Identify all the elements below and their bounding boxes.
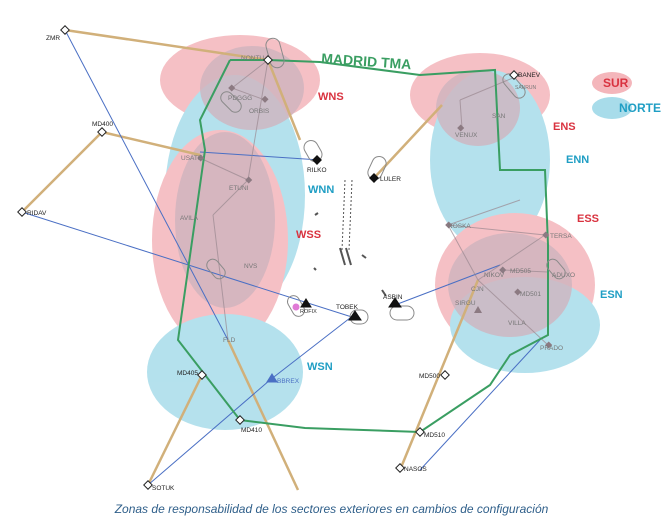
label-noska: NOSKA bbox=[448, 223, 471, 230]
label-avila: AVILA bbox=[180, 215, 199, 222]
label-md501: MD501 bbox=[520, 291, 541, 298]
fix-rofix-marker bbox=[292, 303, 300, 311]
fix-symbols-filled bbox=[266, 155, 402, 383]
label-zmr: ZMR bbox=[46, 35, 60, 42]
label-luler: LULER bbox=[380, 176, 401, 183]
label-nontu: NONTU bbox=[241, 55, 264, 62]
label-fld: FLD bbox=[223, 337, 236, 344]
routes-gray bbox=[199, 59, 549, 346]
fix-symbols bbox=[17, 25, 519, 490]
label-tobek: TOBEK bbox=[336, 304, 359, 311]
sector-label-wnn: WNN bbox=[308, 184, 334, 196]
fix-banev bbox=[509, 70, 519, 80]
label-pdgg: PDGGG bbox=[228, 95, 252, 102]
label-sanrun: SANRUN bbox=[515, 85, 537, 91]
fix-nontu bbox=[263, 55, 273, 65]
sector-label-esn: ESN bbox=[600, 289, 623, 301]
fix-symbols-gray bbox=[197, 84, 553, 349]
label-asbin: ASBIN bbox=[383, 294, 403, 301]
fix-bbrex bbox=[266, 373, 278, 383]
label-etuni: ETUNI bbox=[229, 185, 249, 192]
zone-wsn bbox=[147, 314, 303, 430]
label-usate: USATE bbox=[181, 155, 203, 162]
label-md510: MD510 bbox=[424, 432, 445, 439]
legend: SUR NORTE bbox=[592, 72, 661, 119]
sector-label-wsn: WSN bbox=[307, 361, 333, 373]
fix-rilko bbox=[312, 155, 322, 165]
sector-label-ess: ESS bbox=[577, 213, 599, 225]
label-ridav: RIDAV bbox=[27, 210, 47, 217]
label-md410: MD410 bbox=[241, 427, 262, 434]
label-md500: MD500 bbox=[419, 373, 440, 380]
west-sector-zones bbox=[147, 35, 320, 430]
holding-patterns bbox=[206, 37, 566, 325]
label-nvs: NVS bbox=[244, 263, 258, 270]
legend-swatch-norte bbox=[592, 97, 632, 119]
label-banev: BANEV bbox=[518, 72, 541, 79]
label-sotuk: SOTUK bbox=[152, 485, 175, 492]
label-aduxo: ADUXO bbox=[552, 272, 575, 279]
label-bbrex: BBREX bbox=[277, 378, 300, 385]
label-rofix: ROFIX bbox=[300, 309, 317, 315]
fix-rofix bbox=[300, 298, 312, 308]
label-prado: PRADO bbox=[540, 345, 563, 352]
label-villa: VILLA bbox=[508, 320, 526, 327]
zone-east-overlap-north bbox=[436, 70, 520, 146]
label-venux: VENUX bbox=[455, 132, 478, 139]
madrid-tma-label: MADRID TMA bbox=[321, 50, 412, 72]
figure-caption: Zonas de responsabilidad de los sectores… bbox=[114, 502, 549, 516]
label-nasos: NASOS bbox=[404, 466, 427, 473]
label-md400: MD400 bbox=[92, 121, 113, 128]
fix-md510 bbox=[415, 427, 425, 437]
sector-label-enn: ENN bbox=[566, 154, 589, 166]
fix-md400 bbox=[97, 127, 107, 137]
legend-label-norte: NORTE bbox=[619, 101, 661, 115]
sector-label-wns: WNS bbox=[318, 91, 344, 103]
east-sector-zones bbox=[410, 53, 600, 373]
legend-swatch-sur bbox=[592, 72, 632, 94]
sector-label-ens: ENS bbox=[553, 121, 576, 133]
madrid-tma-boundary bbox=[176, 59, 549, 434]
waypoint-labels: ZMR MD400 RIDAV NONTU PDGGG ORBIS USATE … bbox=[27, 35, 575, 492]
fix-md405 bbox=[197, 370, 207, 380]
label-san: SAN bbox=[492, 113, 506, 120]
legend-label-sur: SUR bbox=[603, 76, 629, 90]
label-tersa: TERSA bbox=[550, 233, 572, 240]
label-md505: MD505 bbox=[510, 268, 531, 275]
airport-runways bbox=[313, 179, 387, 297]
airspace-map: MADRID TMA WNS WNN WSS WSN ENS ENN ESS E… bbox=[17, 25, 661, 492]
label-sirgu: SIRGU bbox=[455, 300, 476, 307]
fix-sotuk bbox=[143, 480, 153, 490]
label-md405: MD405 bbox=[177, 370, 198, 377]
label-rilko: RILKO bbox=[307, 167, 327, 174]
sector-label-wss: WSS bbox=[296, 229, 321, 241]
sector-labels: WNS WNN WSS WSN ENS ENN ESS ESN bbox=[296, 91, 623, 373]
fix-md410 bbox=[235, 415, 245, 425]
zone-west-overlap-south bbox=[175, 132, 275, 308]
fix-nasos bbox=[395, 463, 405, 473]
label-cjn: CJN bbox=[471, 286, 484, 293]
fix-zmr bbox=[60, 25, 70, 35]
fix-ridav bbox=[17, 207, 27, 217]
label-nikov: NIKOV bbox=[484, 272, 505, 279]
fix-luler bbox=[369, 173, 379, 183]
fix-asbin bbox=[388, 297, 402, 308]
fix-tobek bbox=[348, 310, 362, 321]
label-orbis: ORBIS bbox=[249, 108, 270, 115]
fix-md500 bbox=[440, 370, 450, 380]
